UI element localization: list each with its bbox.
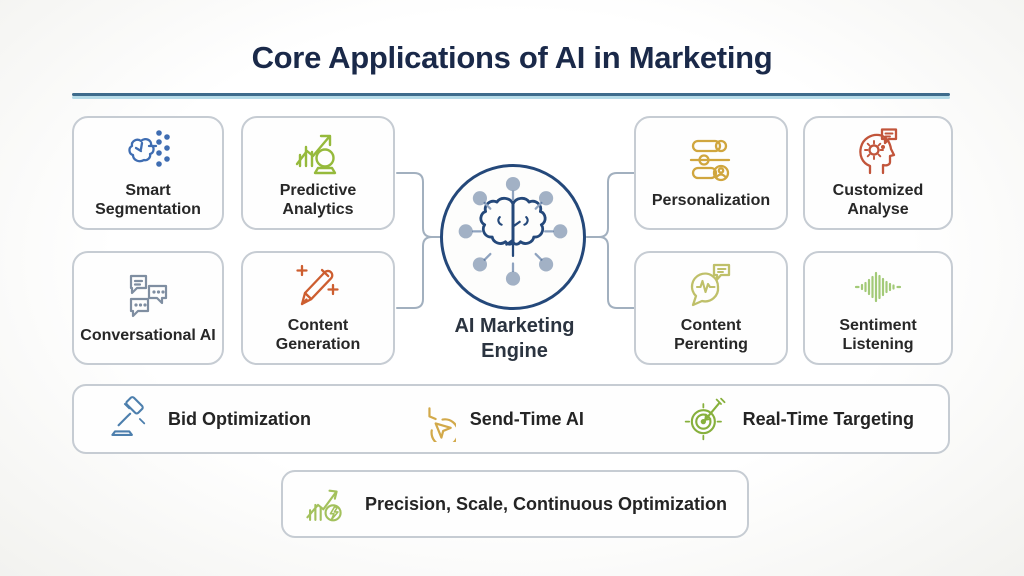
app-label: Predictive Analytics [279,182,357,218]
app-box-conversational-ai: Conversational AI [72,251,224,365]
bottom-capabilities-strip: Bid Optimization Send-Time AI [72,384,950,454]
sliders-user-icon [685,136,737,188]
app-label: Content Perenting [674,317,748,353]
growth-lightning-icon [303,481,349,527]
target-dart-icon [683,396,729,442]
clock-send-icon [410,396,456,442]
app-label: Customized Analyse [832,182,924,218]
strip-label: Real-Time Targeting [742,408,914,429]
app-label: Personalization [651,191,771,209]
app-label: Smart Segmentation [95,182,201,218]
chat-bubbles-icon [122,271,174,323]
app-box-smart-segmentation: Smart Segmentation [72,116,224,230]
segmentation-brain-dots-icon [122,126,174,178]
gavel-icon [108,396,154,442]
strip-label: Bid Optimization [168,408,311,429]
title-divider-line [72,93,950,96]
strip-item-send-time-ai: Send-Time AI [410,396,584,442]
strip-item-bid-optimization: Bid Optimization [108,396,311,442]
strip-label: Send-Time AI [469,408,584,429]
app-box-sentiment-listening: Sentiment Listening [803,251,953,365]
head-gear-chat-icon [852,126,904,178]
ai-marketing-engine-hub [440,164,586,310]
page-title: Core Applications of AI in Marketing [251,40,773,75]
app-box-personalization: Personalization [634,116,788,230]
strip-item-real-time-targeting: Real-Time Targeting [683,396,914,442]
audio-waveform-icon [852,261,904,313]
pencil-sparkles-icon [292,261,344,313]
app-box-content-generation: Content Generation [241,251,395,365]
app-box-predictive-analytics: Predictive Analytics [241,116,395,230]
footer-summary-box: Precision, Scale, Continuous Optimizatio… [281,470,749,538]
chart-crystal-ball-icon [292,126,344,178]
app-box-content-perenting: Content Perenting [634,251,788,365]
center-hub-label: AI Marketing Engine [454,315,575,362]
app-label: Conversational AI [80,326,216,344]
footer-label: Precision, Scale, Continuous Optimizatio… [364,493,728,514]
app-label: Content Generation [275,317,361,353]
chat-waveform-icon [685,261,737,313]
brain-network-icon [444,168,582,306]
app-label: Sentiment Listening [839,317,917,353]
app-box-customized-analyse: Customized Analyse [803,116,953,230]
